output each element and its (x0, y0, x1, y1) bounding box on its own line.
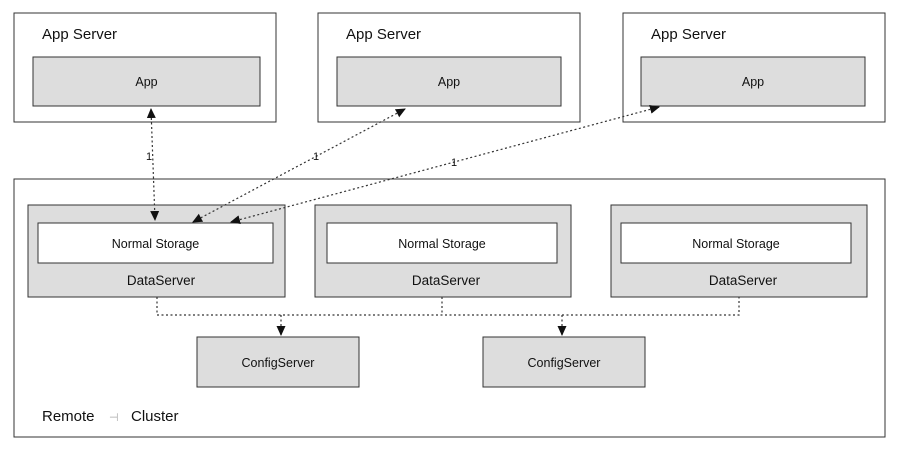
dataserver-configserver-links (156, 297, 740, 336)
app-server-title: App Server (651, 26, 726, 43)
app-label: App (135, 75, 157, 89)
data-server-2: Normal Storage DataServer (314, 204, 572, 298)
storage-label: Normal Storage (112, 237, 200, 251)
storage-box-1: Normal Storage (37, 222, 274, 264)
dataserver-bus-line (156, 297, 740, 316)
app-server-2: App Server App (317, 12, 581, 123)
data-server-1: Normal Storage DataServer (27, 204, 286, 298)
storage-box-2: Normal Storage (326, 222, 558, 264)
app-server-1: App Server App (13, 12, 277, 123)
cluster-label-separator: ⊣ (109, 412, 119, 424)
app-label: App (742, 75, 764, 89)
cluster-label-cluster: Cluster (131, 408, 179, 425)
app-server-title: App Server (42, 26, 117, 43)
app-server-3: App Server App (622, 12, 886, 123)
data-server-title: DataServer (709, 273, 778, 288)
app-server-title: App Server (346, 26, 421, 43)
storage-box-3: Normal Storage (620, 222, 852, 264)
connection-app3-dataserver: 1 (230, 104, 660, 225)
connection-label: 1 (313, 151, 319, 163)
storage-label: Normal Storage (692, 237, 780, 251)
data-server-3: Normal Storage DataServer (610, 204, 868, 298)
connection-label: 1 (146, 151, 152, 163)
config-server-label: ConfigServer (528, 356, 601, 370)
connection-label: 1 (451, 157, 457, 169)
connection-app1-dataserver: 1 (146, 108, 160, 221)
cluster-label-remote: Remote (42, 408, 95, 425)
config-server-2: ConfigServer (482, 336, 646, 388)
data-server-title: DataServer (127, 273, 196, 288)
storage-label: Normal Storage (398, 237, 486, 251)
config-server-1: ConfigServer (196, 336, 360, 388)
app-box-1: App (32, 56, 261, 107)
app-box-3: App (640, 56, 866, 107)
config-server-label: ConfigServer (242, 356, 315, 370)
app-box-2: App (336, 56, 562, 107)
app-label: App (438, 75, 460, 89)
data-server-title: DataServer (412, 273, 481, 288)
